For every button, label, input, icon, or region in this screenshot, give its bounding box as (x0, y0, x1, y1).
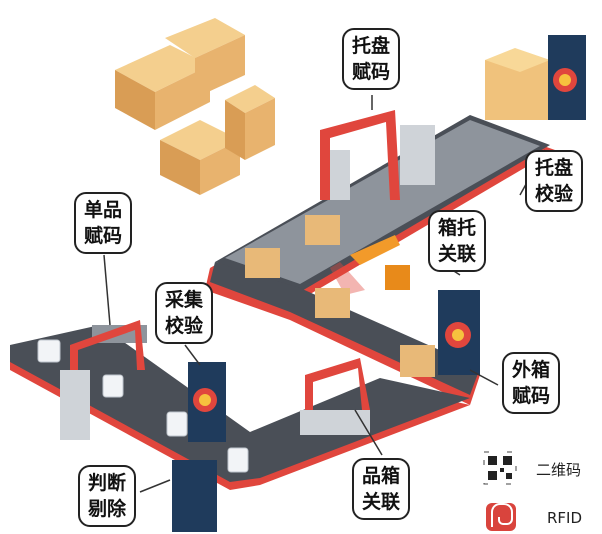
legend-rfid-label: RFID (547, 509, 583, 527)
rfid-cabinets (172, 35, 586, 532)
qr-code-icon (483, 451, 517, 485)
carton-boxes (245, 215, 435, 377)
pallet-stack-icon (115, 18, 275, 195)
lower-conveyor (10, 325, 470, 490)
upper-conveyor (210, 115, 555, 300)
callout-judge-reject: 判断剔除 (78, 465, 136, 527)
legend-qr-label: 二维码 (536, 461, 582, 479)
pallet-gantry (320, 110, 435, 200)
item-gantry (60, 320, 147, 440)
rfid-icon (486, 503, 516, 531)
robot-arm-icon (330, 235, 410, 295)
callout-box-pallet-link: 箱托关联 (428, 210, 486, 272)
callout-pallet-coding: 托盘赋码 (342, 28, 400, 90)
callout-outer-box-coding: 外箱赋码 (502, 352, 560, 414)
label-outer-box-coding: 外箱赋码 (511, 359, 550, 407)
product-items (37, 339, 249, 473)
label-box-pallet-link: 箱托关联 (437, 217, 476, 265)
callout-pallet-verify: 托盘校验 (525, 150, 583, 212)
callout-collect-verify: 采集校验 (155, 282, 213, 344)
callout-item-box-link: 品箱关联 (352, 458, 410, 520)
callout-item-coding: 单品赋码 (74, 192, 132, 254)
label-item-coding: 单品赋码 (83, 199, 122, 247)
label-collect-verify: 采集校验 (164, 289, 203, 337)
right-pallet-stack (485, 48, 550, 120)
label-judge-reject: 判断剔除 (87, 472, 126, 520)
label-pallet-verify: 托盘校验 (534, 157, 573, 205)
label-item-box-link: 品箱关联 (361, 465, 400, 513)
label-pallet-coding: 托盘赋码 (351, 35, 390, 83)
